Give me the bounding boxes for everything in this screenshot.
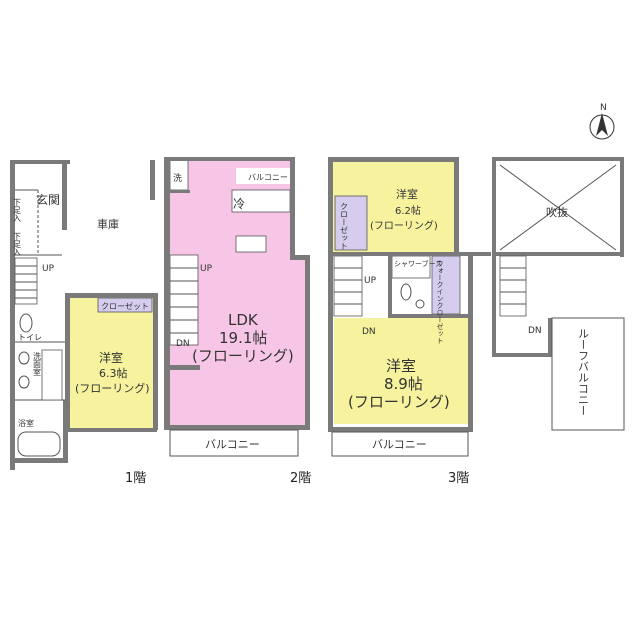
floor-1: 玄関 車庫 下足入 下足入 UP クローゼット トイレ 洗面室 浴室 洋室 6.… (10, 160, 158, 486)
north-arrow-icon (596, 113, 608, 136)
ldk-area (170, 160, 308, 425)
genkan-label: 玄関 (36, 192, 60, 207)
closet-label-3f: クローゼット (340, 202, 349, 250)
balcony-2f (169, 429, 299, 457)
shoe-storage-label-1: 下足入 (13, 198, 22, 222)
stairs-roof (499, 255, 527, 317)
roof-balcony (551, 317, 625, 431)
stairs-2f (169, 254, 199, 346)
bedroom-1f (70, 298, 156, 428)
compass-label: N (600, 103, 607, 113)
floor-3: 洋室 6.2帖 (フローリング) クローゼット シャワーブース ウォークインクロ… (328, 157, 491, 486)
void-area (499, 164, 617, 251)
stairs-dn-label-2f: DN (176, 339, 190, 349)
fridge-label: 冷 (233, 197, 245, 211)
garage-label: 車庫 (97, 217, 119, 231)
wic-3f (431, 255, 461, 315)
stairs-up-label-3f: UP (364, 276, 377, 286)
toilet-icon (19, 313, 33, 333)
stairs-1f (14, 257, 38, 305)
bedroom-1f-size: 6.3帖 (99, 367, 128, 380)
stairs-dn-label-roof: DN (528, 326, 542, 336)
washing-machine-icon (18, 375, 30, 389)
sink-icon (18, 351, 30, 365)
compass: N (589, 103, 615, 140)
floor-label-2: 2階 (290, 471, 311, 486)
laundry-label: 洗 (173, 172, 182, 184)
ldk-size: 19.1帖 (219, 329, 267, 347)
balcony-3f (331, 431, 469, 457)
shoe-storage-label-2: 下足入 (13, 232, 22, 256)
bedroom-3f-1-name: 洋室 (396, 187, 418, 201)
ldk-floor: (フローリング) (192, 347, 294, 365)
floor-2: 洗 冷 バルコニー UP DN LDK 19.1帖 (フローリング) バルコニー… (164, 157, 311, 486)
stairs-3f (333, 255, 363, 317)
stairs-dn-label-3f: DN (362, 327, 376, 337)
bedroom-1f-name: 洋室 (99, 350, 123, 365)
bedroom-3f-1-floor: (フローリング) (370, 219, 438, 232)
closet-3f (334, 195, 368, 251)
bedroom-1f-floor: (フローリング) (75, 381, 150, 395)
roof-balcony-label: ルーフバルコニー (577, 328, 590, 416)
bedroom-3f-2-size: 8.9帖 (384, 375, 423, 393)
closet-label-1f: クローゼット (101, 301, 149, 311)
toilet-label: トイレ (18, 333, 42, 342)
toilet-icon-3f (400, 283, 412, 301)
shower-label: シャワーブース (394, 259, 442, 268)
floor-label-3: 3階 (448, 471, 469, 486)
kitchen-island (235, 235, 267, 253)
void-label: 吹抜 (546, 205, 568, 219)
balcony-3f-label: バルコニー (372, 438, 427, 451)
small-balcony-label: バルコニー (248, 173, 288, 182)
stairs-up-label-1f: UP (42, 264, 55, 274)
bedroom-3f-2-name: 洋室 (386, 357, 416, 375)
wic-label: ウォークインクローゼット (436, 260, 444, 344)
ldk-name: LDK (228, 311, 259, 329)
balcony-2f-label: バルコニー (205, 438, 260, 451)
sink-icon-3f (415, 299, 425, 309)
roof-level: 吹抜 DN ルーフバルコニー (492, 157, 625, 431)
bedroom-3f-1-size: 6.2帖 (395, 204, 421, 217)
bedroom-3f-2-floor: (フローリング) (348, 393, 450, 411)
floor-label-1: 1階 (125, 471, 146, 486)
washroom-label: 洗面室 (33, 351, 42, 376)
bedroom-3f-2 (334, 318, 472, 424)
stairs-up-label-2f: UP (200, 264, 213, 274)
bath-label: 浴室 (18, 418, 34, 428)
bathtub-icon (17, 431, 61, 457)
